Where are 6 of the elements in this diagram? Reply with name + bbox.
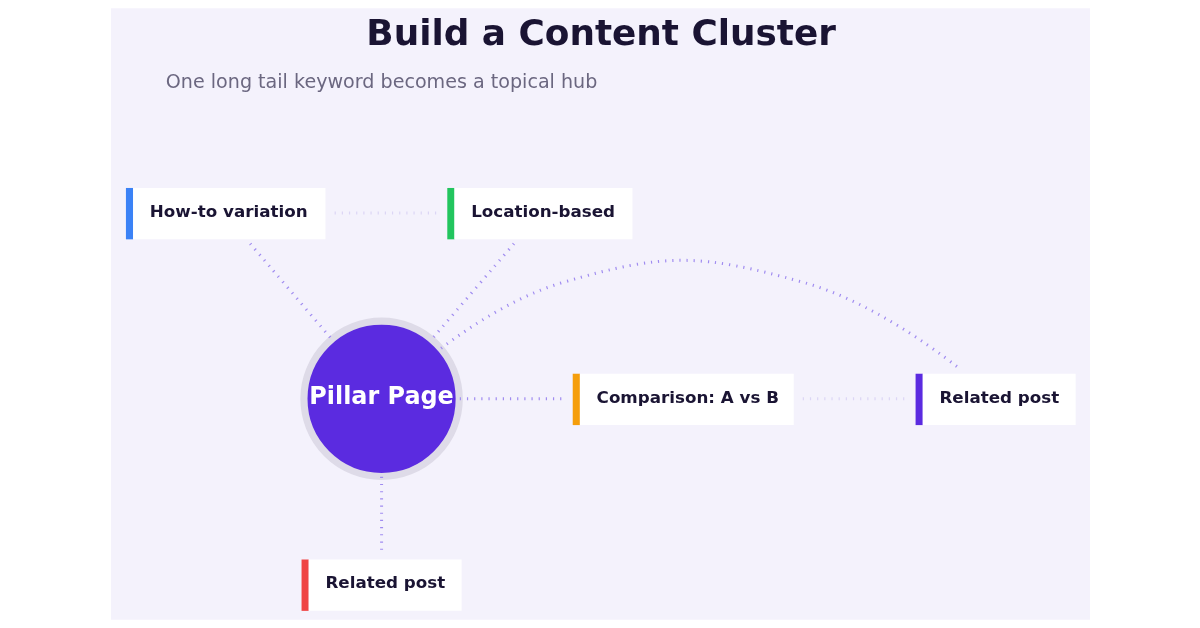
node-circle: Pillar Page <box>299 317 463 481</box>
connector <box>248 242 333 340</box>
connector <box>430 242 515 341</box>
diagram-title: Build a Content Cluster <box>365 12 836 54</box>
label: One long tail keyword becomes a topical hub <box>165 69 597 93</box>
connector <box>439 258 960 370</box>
